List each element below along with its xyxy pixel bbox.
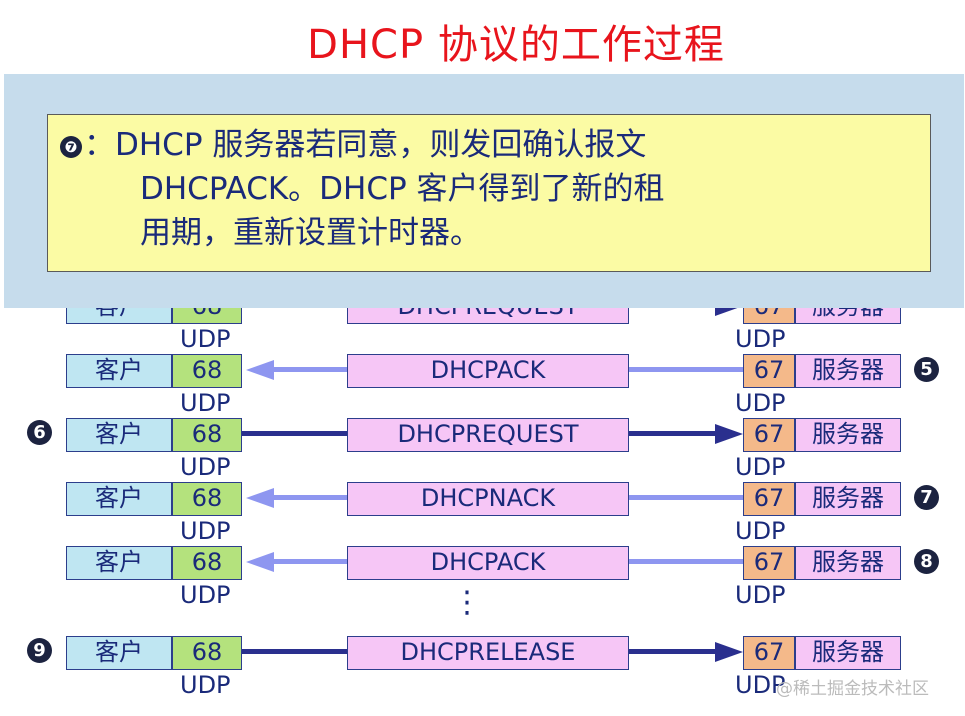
client-transport: UDP (180, 581, 231, 609)
arrow-line (629, 559, 743, 564)
callout-note: ❼：DHCP 服务器若同意，则发回确认报文 DHCPACK。DHCP 客户得到了… (47, 114, 931, 272)
arrow-line (272, 559, 347, 564)
note-line-2: DHCPACK。DHCP 客户得到了新的租 (140, 171, 665, 207)
ellipsis: ⋮ (452, 585, 482, 620)
arrow-left-icon (246, 360, 274, 380)
client-transport: UDP (180, 325, 231, 353)
step-badge-icon: 8 (914, 549, 939, 574)
server-port: 67 (743, 354, 795, 388)
server-port: 67 (743, 546, 795, 580)
server-box: 服务器 (795, 418, 901, 452)
client-port: 68 (172, 418, 242, 452)
server-port: 67 (743, 418, 795, 452)
arrow-line (629, 495, 743, 500)
note-line-3: 用期，重新设置计时器。 (140, 215, 481, 251)
server-box: 服务器 (795, 636, 901, 670)
server-transport: UDP (735, 453, 786, 481)
message-box: DHCPRELEASE (347, 636, 629, 670)
message-box: DHCPACK (347, 546, 629, 580)
arrow-right-icon (715, 642, 743, 662)
arrow-left-icon (246, 488, 274, 508)
arrow-line (242, 431, 347, 436)
client-transport: UDP (180, 453, 231, 481)
page-title: DHCP 协议的工作过程 (307, 22, 725, 68)
server-transport: UDP (735, 325, 786, 353)
server-transport: UDP (735, 389, 786, 417)
server-box: 服务器 (795, 354, 901, 388)
server-port: 67 (743, 636, 795, 670)
client-port: 68 (172, 482, 242, 516)
client-box: 客户 (66, 482, 172, 516)
message-box: DHCPNACK (347, 482, 629, 516)
server-transport: UDP (735, 671, 786, 699)
client-box: 客户 (66, 418, 172, 452)
note-badge-icon: ❼ (60, 135, 82, 158)
client-transport: UDP (180, 389, 231, 417)
server-transport: UDP (735, 581, 786, 609)
client-box: 客户 (66, 546, 172, 580)
step-badge-icon: 6 (27, 420, 52, 445)
server-port: 67 (743, 482, 795, 516)
note-line-1: ：DHCP 服务器若同意，则发回确认报文 (84, 127, 647, 163)
step-badge-icon: 9 (27, 638, 52, 663)
message-box: DHCPACK (347, 354, 629, 388)
client-port: 68 (172, 354, 242, 388)
message-box: DHCPREQUEST (347, 418, 629, 452)
arrow-line (629, 431, 723, 436)
arrow-line (242, 649, 347, 654)
step-badge-icon: 5 (914, 357, 939, 382)
arrow-right-icon (715, 424, 743, 444)
arrow-line (272, 495, 347, 500)
client-box: 客户 (66, 354, 172, 388)
watermark: @稀土掘金技术社区 (776, 679, 929, 699)
arrow-line (629, 367, 743, 372)
server-transport: UDP (735, 517, 786, 545)
client-port: 68 (172, 636, 242, 670)
client-transport: UDP (180, 517, 231, 545)
arrow-line (629, 649, 723, 654)
client-transport: UDP (180, 671, 231, 699)
arrow-left-icon (246, 552, 274, 572)
step-badge-icon: 7 (914, 485, 939, 510)
server-box: 服务器 (795, 482, 901, 516)
arrow-line (272, 367, 347, 372)
client-box: 客户 (66, 636, 172, 670)
server-box: 服务器 (795, 546, 901, 580)
client-port: 68 (172, 546, 242, 580)
